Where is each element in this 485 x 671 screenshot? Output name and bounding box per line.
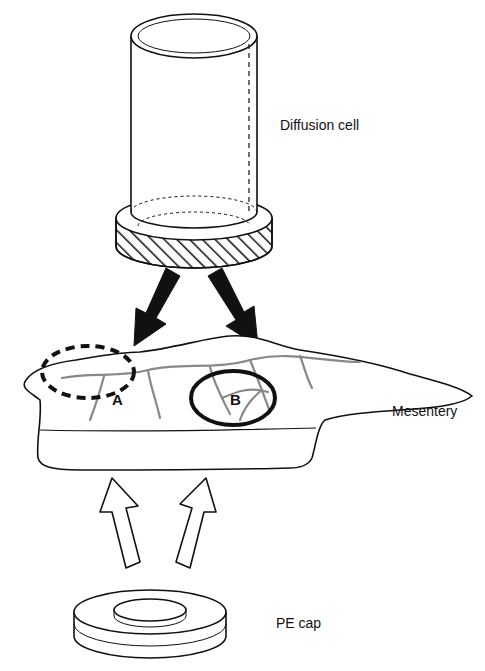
placement-arrows [134,268,258,346]
part-label: Mesentery [392,404,457,419]
site-b-outline [191,371,275,425]
site-letter: A [112,392,123,409]
site-a-outline [42,346,134,398]
part-label: Diffusion cell [280,118,359,133]
site-letter: B [230,392,241,409]
diffusion-cell [116,14,272,268]
cap-arrows [100,478,216,568]
part-label: PE cap [276,616,321,631]
mesentery [24,336,472,470]
pe-cap [74,590,226,658]
